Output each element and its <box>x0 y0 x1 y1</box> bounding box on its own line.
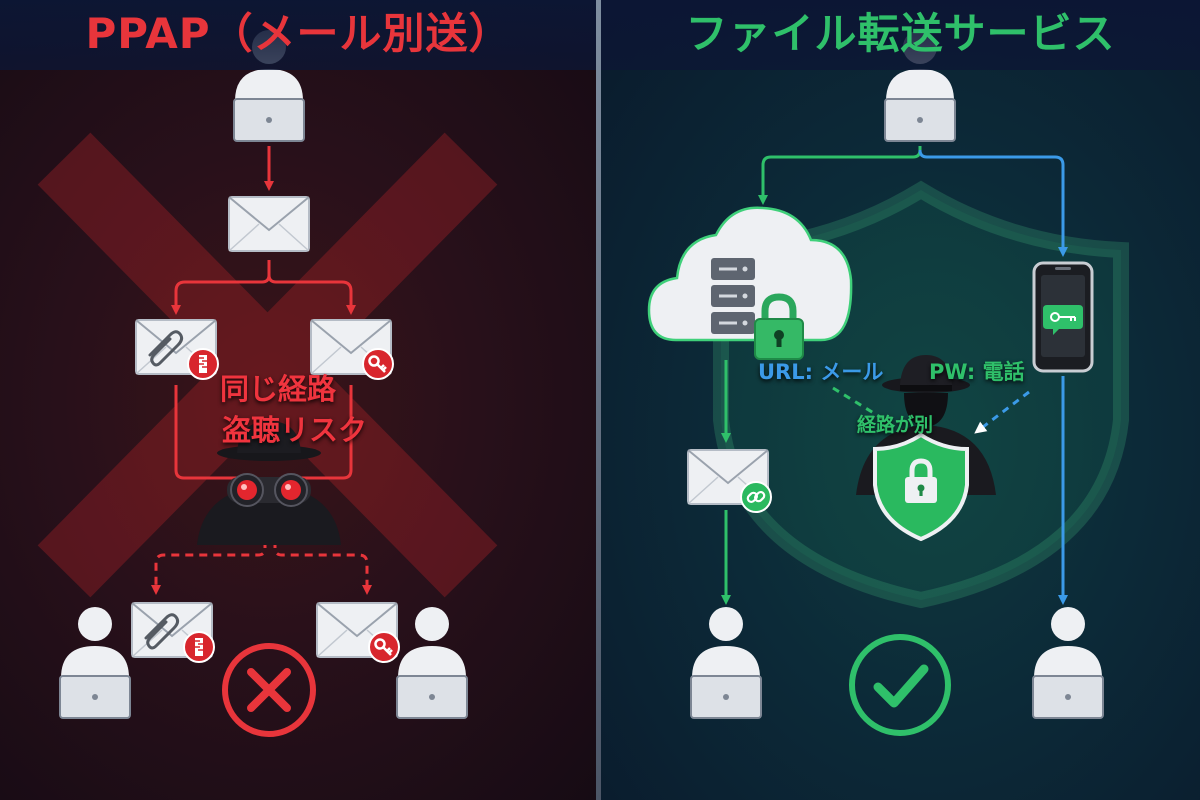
ppap-panel: PPAP（メール別送） 同じ経路 盗聴リスク <box>0 0 597 800</box>
x-mark-icon <box>222 643 316 737</box>
big-x-watermark-icon <box>37 132 498 598</box>
spy-binoculars-icon <box>197 421 341 545</box>
cloud-server-icon <box>647 206 853 359</box>
password-phone-route-lines <box>918 149 1068 605</box>
file-transfer-title: ファイル転送サービス <box>685 9 1116 58</box>
risk-label-line1: 同じ経路 <box>220 372 337 406</box>
intercept-attempt-line-pw <box>974 390 1030 434</box>
ppap-intercepted-lines <box>151 540 372 595</box>
ppap-title-band <box>0 0 597 70</box>
received-password-envelope-icon <box>316 602 401 664</box>
link-icon <box>740 481 772 513</box>
zip-icon <box>183 631 215 663</box>
file-transfer-title-band <box>601 0 1200 70</box>
recipient-right-person-icon <box>396 606 468 719</box>
recipient-left-person-icon <box>59 606 131 719</box>
key-icon <box>361 347 395 381</box>
separate-route-label: 経路が別 <box>857 414 934 436</box>
ppap-flow-lines <box>171 146 356 480</box>
smartphone-icon <box>1032 261 1094 373</box>
recipient-left-person-icon <box>690 606 762 719</box>
shield-lock-icon <box>873 432 969 542</box>
intercept-attempt-line-url <box>832 386 886 422</box>
link-mail-envelope-icon <box>687 449 772 513</box>
panel-divider <box>596 0 601 800</box>
recipient-right-person-icon <box>1032 606 1104 719</box>
pw-route-label: PW: 電話 <box>929 360 1025 384</box>
zip-mail-envelope-icon <box>135 319 219 380</box>
key-icon <box>367 630 401 664</box>
check-mark-icon <box>849 634 951 736</box>
file-transfer-diagram <box>647 29 1129 736</box>
risk-label-line2: 盗聴リスク <box>222 413 368 447</box>
received-zip-envelope-icon <box>131 602 215 663</box>
envelope-icon <box>228 196 310 252</box>
url-route-label: URL: メール <box>758 360 884 384</box>
ppap-diagram <box>37 29 498 737</box>
ppap-title: PPAP（メール別送） <box>85 9 512 58</box>
file-transfer-panel: ファイル転送サービス URL: メール PW: 電話 経路が別 <box>601 0 1200 800</box>
zip-icon <box>187 348 219 380</box>
